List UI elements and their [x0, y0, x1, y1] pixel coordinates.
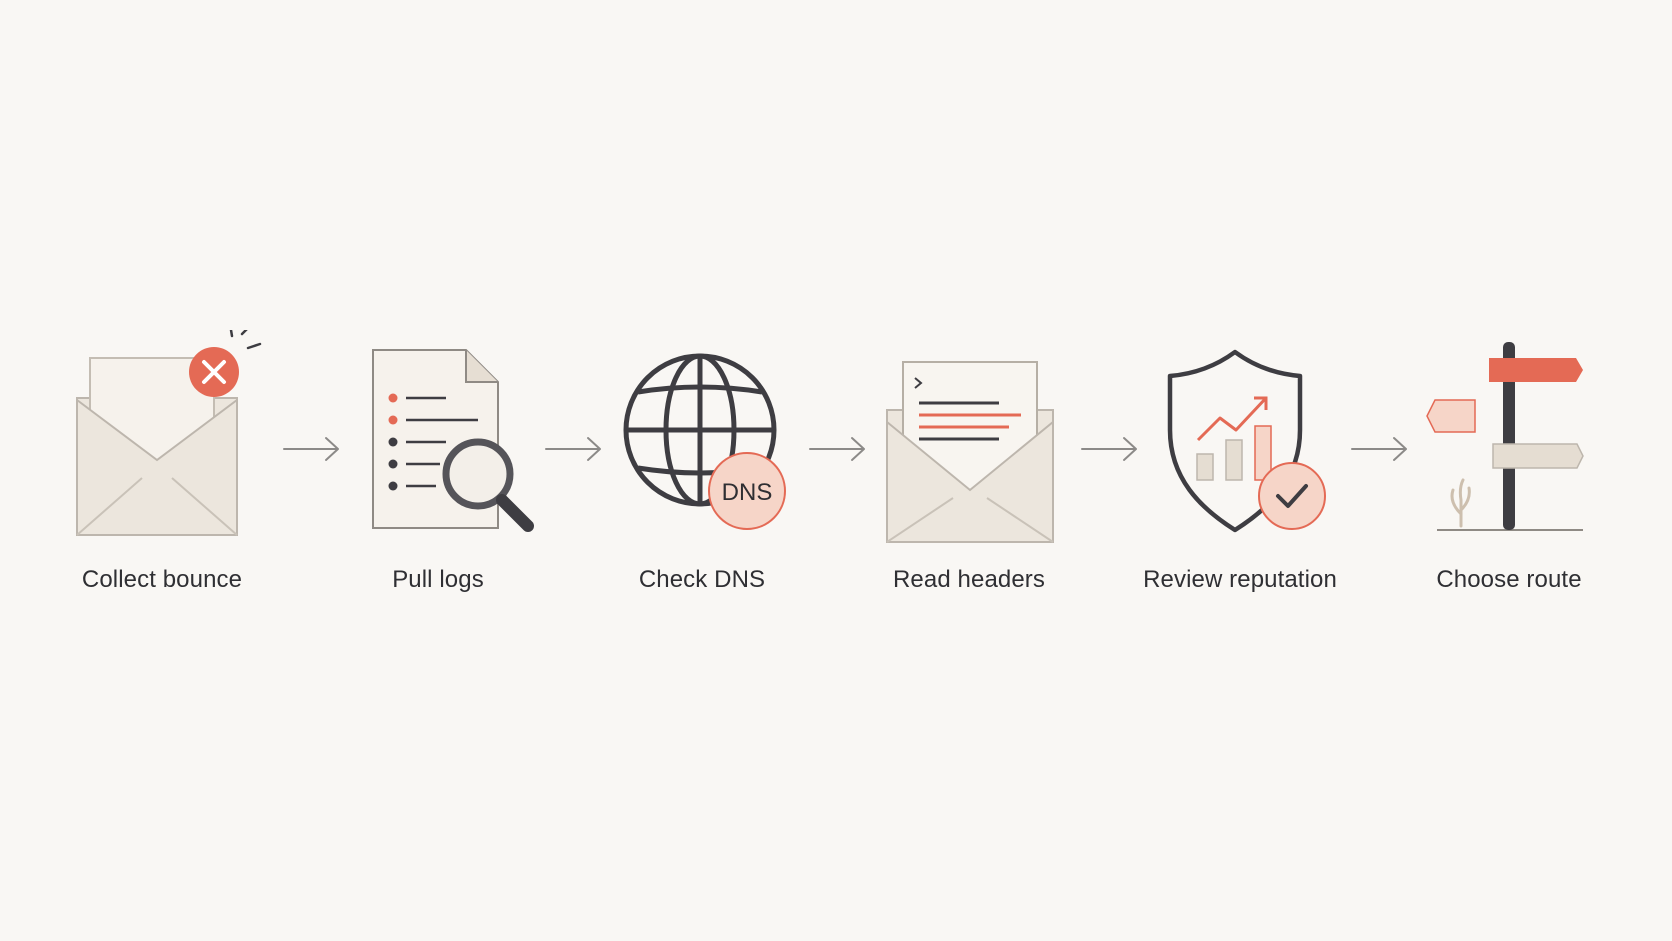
step-collect-bounce: Collect bounce [42, 330, 282, 630]
step-label: Review reputation [1143, 566, 1337, 593]
dns-badge-text: DNS [722, 479, 773, 506]
step-read-headers: Read headers [849, 330, 1089, 630]
step-review-reputation: Review reputation [1120, 330, 1360, 630]
step-label: Read headers [893, 566, 1045, 593]
log-search-icon [318, 330, 558, 550]
flow-arrow-icon [542, 432, 606, 466]
flow-arrow-icon [280, 432, 344, 466]
step-label: Collect bounce [81, 566, 243, 593]
step-label: Pull logs [392, 566, 484, 593]
flow-arrow-icon [1078, 432, 1142, 466]
reputation-shield-icon [1120, 330, 1360, 550]
flow-arrow-icon [1348, 432, 1412, 466]
step-pull-logs: Pull logs [318, 330, 558, 630]
step-check-dns: DNS Check DNS [582, 330, 822, 630]
dns-globe-icon: DNS [582, 330, 822, 550]
step-choose-route: Choose route [1389, 330, 1629, 630]
step-label: Check DNS [638, 566, 766, 593]
email-headers-icon [849, 330, 1089, 550]
step-label: Choose route [1436, 566, 1582, 593]
bounced-envelope-icon [42, 330, 282, 550]
flow-arrow-icon [806, 432, 870, 466]
signpost-icon [1389, 330, 1629, 550]
